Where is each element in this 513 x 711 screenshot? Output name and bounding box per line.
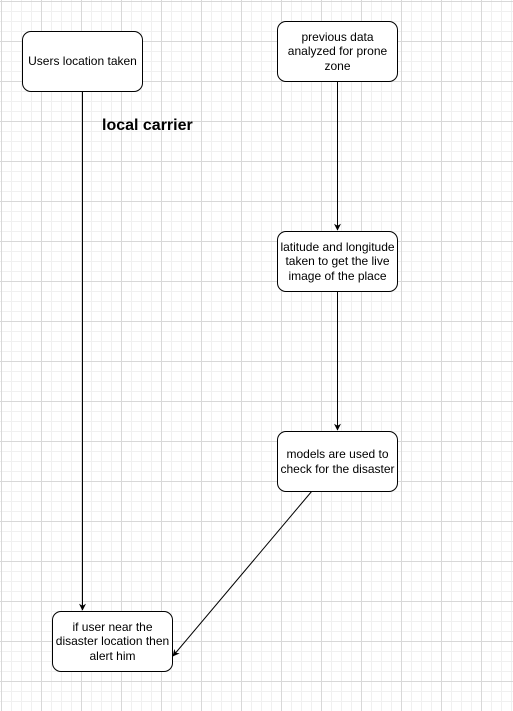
label-local-carrier: local carrier <box>102 117 193 134</box>
node-previous-data[interactable]: previous data analyzed for prone zone <box>277 21 398 82</box>
node-users-location[interactable]: Users location taken <box>22 31 143 92</box>
node-models-text: models are used to check for the disaste… <box>280 447 395 476</box>
node-previous-data-text: previous data analyzed for prone zone <box>287 29 388 73</box>
edge-models-to-alert[interactable] <box>172 490 313 657</box>
node-alert-text: if user near the disaster location then … <box>55 619 170 663</box>
node-lat-long-text: latitude and longitude taken to get the … <box>280 239 395 283</box>
node-lat-long[interactable]: latitude and longitude taken to get the … <box>277 231 398 292</box>
node-users-location-text: Users location taken <box>28 54 137 69</box>
node-alert[interactable]: if user near the disaster location then … <box>52 611 173 672</box>
node-models[interactable]: models are used to check for the disaste… <box>277 431 398 492</box>
